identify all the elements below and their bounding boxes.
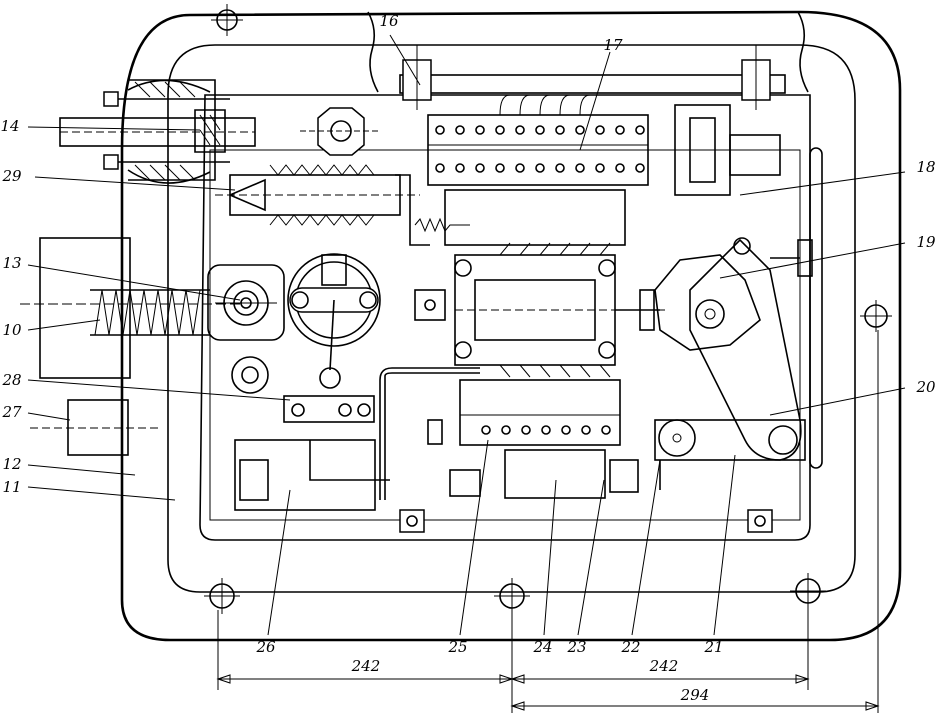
callout-29: 29 — [1, 167, 22, 185]
cable-10 — [20, 237, 240, 379]
callout-16: 16 — [379, 12, 399, 30]
cover-break-line-left — [367, 11, 379, 93]
callout-25: 25 — [447, 638, 467, 656]
dimension-total-label: 294 — [680, 686, 710, 704]
terminal-block-25 — [427, 379, 621, 446]
callout-21: 21 — [703, 638, 723, 656]
lever-21 — [654, 419, 806, 490]
callout-28: 28 — [1, 371, 21, 389]
top-bar — [399, 45, 786, 110]
arm-20 — [689, 237, 802, 461]
worm-shaft-29 — [215, 164, 430, 246]
callout-26: 26 — [255, 638, 276, 656]
callout-27: 27 — [1, 403, 22, 421]
leader-lines — [27, 34, 906, 636]
callout-13: 13 — [2, 254, 21, 272]
callout-18: 18 — [916, 158, 935, 176]
block-26 — [234, 439, 390, 511]
housing-inner-outline — [167, 44, 856, 593]
housing-inner-wall — [199, 94, 811, 541]
gear-housing-13 — [207, 264, 285, 341]
callout-10: 10 — [2, 321, 22, 339]
callout-19: 19 — [916, 233, 936, 251]
roller-28 — [231, 356, 375, 423]
contact-assembly — [444, 189, 665, 378]
cam-disc — [287, 253, 381, 389]
callout-14: 14 — [0, 117, 19, 135]
callout-20: 20 — [915, 378, 936, 396]
mounting-pads — [399, 289, 773, 533]
relay-24 — [449, 449, 639, 499]
callout-22: 22 — [620, 638, 640, 656]
callout-23: 23 — [566, 638, 586, 656]
mechanism-19 — [654, 239, 813, 351]
dimension-right-label: 242 — [649, 657, 679, 675]
cover-break-line-right — [797, 11, 809, 93]
nut-16 — [300, 107, 380, 156]
callout-17: 17 — [603, 36, 623, 54]
housing-outer-outline — [120, 10, 902, 642]
terminal-block-17 — [427, 94, 649, 186]
callout-12: 12 — [2, 455, 21, 473]
pipe — [379, 367, 480, 500]
cable-gland-upper — [59, 79, 256, 184]
spring — [414, 217, 470, 233]
callout-24: 24 — [532, 638, 552, 656]
dimension-left-label: 242 — [351, 657, 381, 675]
component-18 — [674, 104, 823, 469]
callout-11: 11 — [2, 478, 21, 496]
flange-bolt-holes — [204, 4, 892, 614]
dimension-lines — [216, 330, 880, 713]
